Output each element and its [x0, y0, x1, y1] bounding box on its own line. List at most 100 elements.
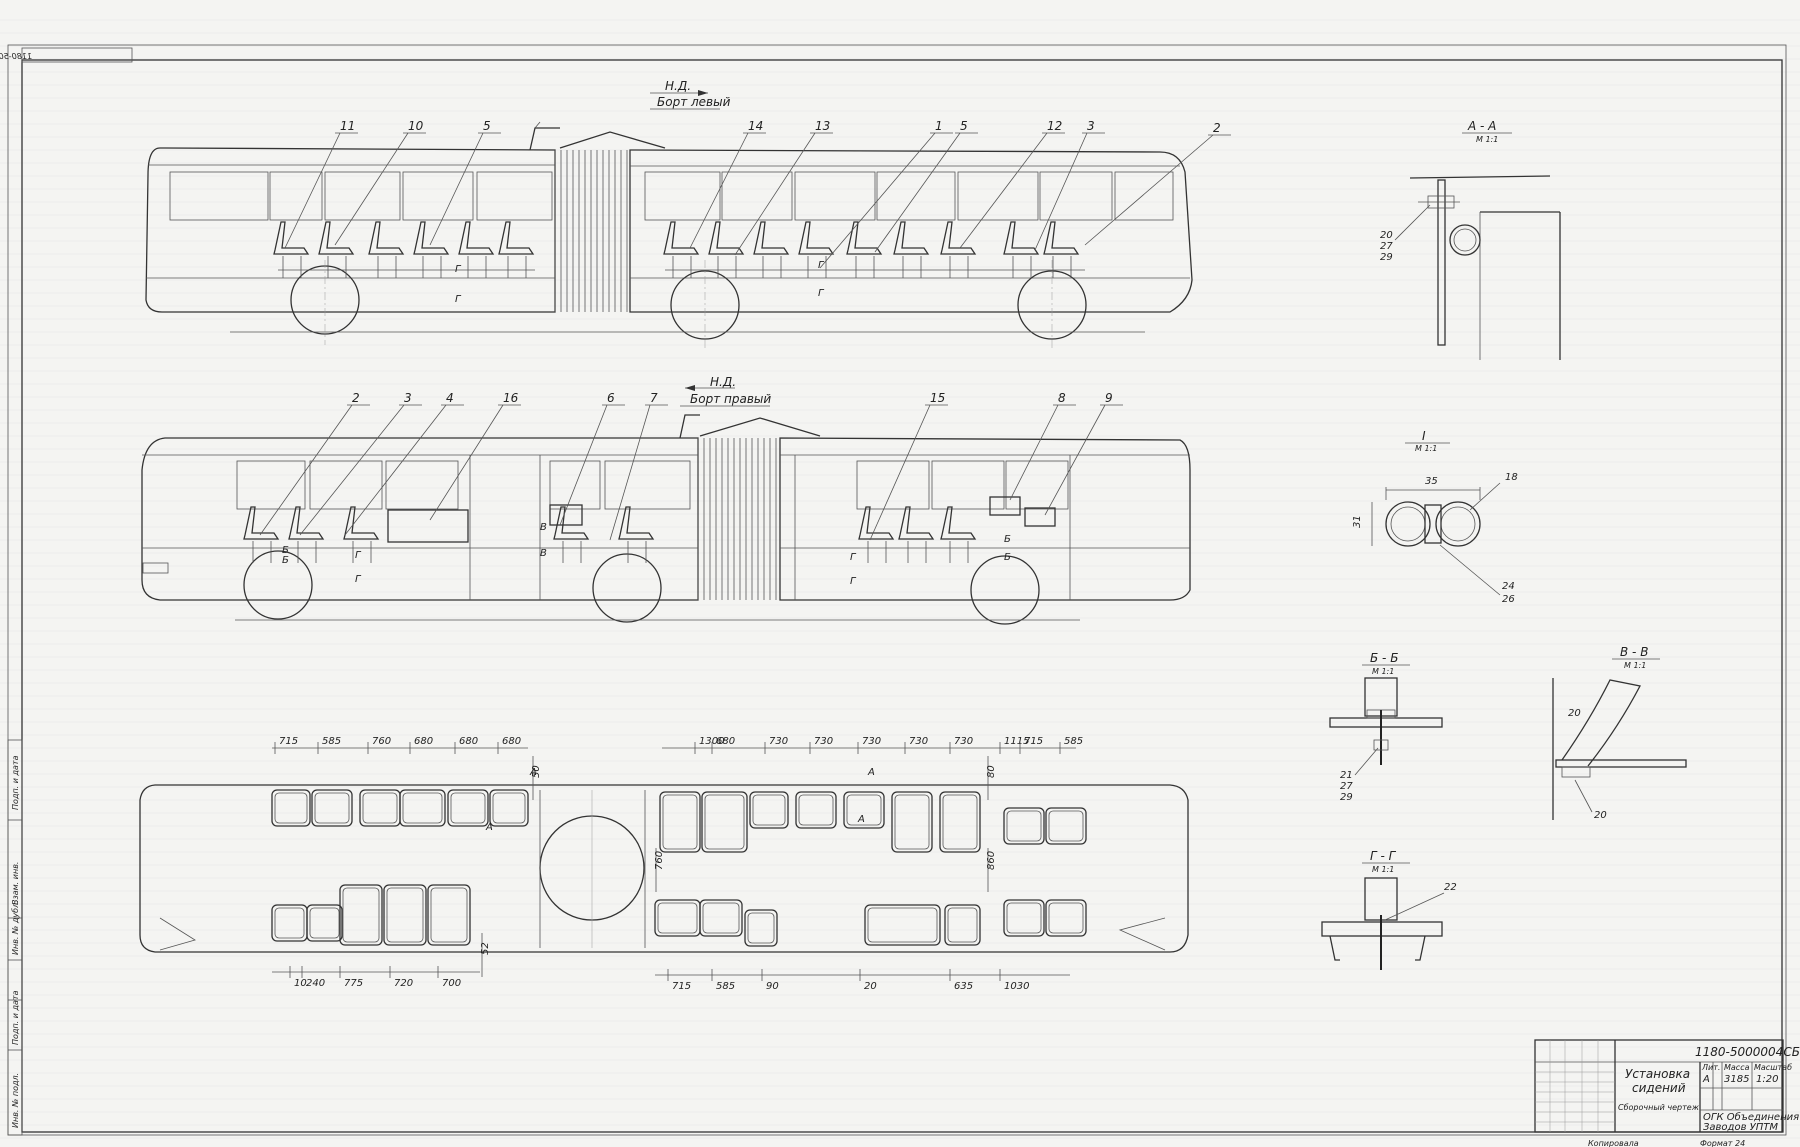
- dimension-value: 90: [766, 981, 779, 992]
- callout-leader: [259, 404, 353, 536]
- seat: [273, 221, 310, 255]
- window: [269, 171, 323, 221]
- title-block-copied: Копировала: [1588, 1139, 1639, 1147]
- callout-leader: [874, 132, 961, 253]
- plan-seat: [1003, 899, 1045, 937]
- plan-seat: [399, 789, 446, 827]
- window: [721, 171, 793, 221]
- dimension-value: 20: [864, 981, 877, 992]
- callout-leader: [429, 404, 504, 521]
- title-block-scale-header: Масштаб: [1754, 1063, 1792, 1072]
- plan-seat-cushion: [894, 794, 930, 850]
- detail-i: I М 1:1 35 31 18 24 26: [1352, 429, 1518, 605]
- section-gg-scale: М 1:1: [1372, 865, 1394, 874]
- section-bb-label-29: 29: [1340, 792, 1353, 803]
- stamp-dup-inv: Инв. № дубл.: [11, 900, 20, 955]
- section-mark-g5: Г: [355, 550, 362, 561]
- dimension-value-vertical: 760: [654, 851, 665, 870]
- title-block: 1180-5000004СБ Установка сидений Сборочн…: [1534, 1039, 1800, 1147]
- detail-i-title: I: [1422, 429, 1426, 443]
- plan-seat: [699, 899, 743, 937]
- section-aa-label-20: 20: [1380, 230, 1393, 241]
- seat: [663, 221, 700, 255]
- stamp-sign-date-1: Подп. и дата: [11, 755, 20, 810]
- seat: [846, 221, 883, 255]
- callout-number: 8: [1058, 391, 1066, 405]
- section-mark-b3: Б: [1004, 534, 1011, 545]
- section-mark-a1: А: [529, 767, 537, 778]
- callout-number: 3: [404, 391, 412, 405]
- section-vv-label-20a: 20: [1568, 708, 1581, 719]
- dimension-value: 730: [814, 736, 833, 747]
- callout-leader: [299, 404, 405, 536]
- seat: [1043, 221, 1080, 255]
- title-block-mass-header: Масса: [1724, 1063, 1750, 1072]
- section-mark-a3: А: [867, 767, 875, 778]
- section-mark-g3: Г: [818, 260, 825, 271]
- plan-seat: [1003, 807, 1045, 845]
- inner-frame: [21, 59, 1783, 1133]
- section-bb: Б - Б М 1:1 21 27 29: [1329, 651, 1443, 803]
- window: [324, 171, 401, 221]
- plan-seat-cushion: [702, 902, 740, 934]
- dimension-value: 680: [459, 736, 478, 747]
- plan-seat-cushion: [867, 907, 938, 943]
- window: [1039, 171, 1113, 221]
- window: [876, 171, 956, 221]
- dimension-value: 585: [1064, 736, 1083, 747]
- section-mark-v2: В: [540, 548, 547, 559]
- plan-seat-cushion: [309, 907, 340, 939]
- seat: [940, 506, 977, 540]
- title-block-format: Формат 24: [1700, 1139, 1745, 1147]
- window: [476, 171, 553, 221]
- section-aa-title: А - А: [1467, 119, 1496, 133]
- plan-seat: [383, 884, 427, 946]
- section-vv-scale: М 1:1: [1624, 661, 1646, 670]
- dimension-value: 760: [372, 736, 391, 747]
- plan-seat: [701, 791, 748, 853]
- seat: [343, 506, 380, 540]
- callout-leader: [689, 132, 749, 249]
- view-left-direction: Н.Д.: [665, 79, 691, 93]
- dimension-value: 720: [394, 978, 413, 989]
- seat: [553, 506, 590, 540]
- title-block-org-1: ОГК Объединения: [1703, 1111, 1799, 1123]
- plan-seat-cushion: [430, 887, 468, 943]
- callout-number: 14: [748, 119, 763, 133]
- plan-seat: [339, 884, 383, 946]
- title-block-org-2: Заводов УПТМ: [1703, 1122, 1778, 1133]
- detail-i-scale: М 1:1: [1415, 444, 1437, 453]
- callout-leader: [734, 132, 816, 256]
- window: [1114, 171, 1174, 221]
- plan-seat: [944, 904, 981, 946]
- plan-seat-cushion: [1048, 810, 1084, 842]
- dimension-value: 635: [954, 981, 973, 992]
- dimension-value: 715: [672, 981, 691, 992]
- callout-leader: [334, 132, 409, 246]
- plan-seat: [744, 909, 778, 947]
- detail-i-label-24: 24: [1502, 581, 1515, 592]
- dimension-value: 730: [862, 736, 881, 747]
- callout-leader: [429, 132, 484, 246]
- dimension-value-vertical: 80: [986, 765, 997, 778]
- title-block-letter-header: Лит.: [1701, 1063, 1720, 1072]
- dimension-value: 585: [322, 736, 341, 747]
- plan-seat-cushion: [846, 794, 882, 826]
- plan-seat-cushion: [386, 887, 424, 943]
- title-block-scale: 1:20: [1756, 1074, 1778, 1085]
- section-aa-scale: М 1:1: [1476, 135, 1498, 144]
- callout-number: 3: [1087, 119, 1095, 133]
- seat: [288, 506, 325, 540]
- stamp-sign-date-2: Подп. и дата: [11, 990, 20, 1045]
- title-block-name-2: сидений: [1632, 1081, 1686, 1095]
- plan-seat: [891, 791, 933, 853]
- section-mark-g7: Г: [850, 552, 857, 563]
- callout-leader: [1034, 132, 1088, 251]
- seat: [318, 221, 355, 255]
- section-bb-title: Б - Б: [1370, 651, 1398, 665]
- section-mark-g8: Г: [850, 576, 857, 587]
- plan-seat: [447, 789, 489, 827]
- seat: [708, 221, 745, 255]
- dimension-value: 715: [279, 736, 298, 747]
